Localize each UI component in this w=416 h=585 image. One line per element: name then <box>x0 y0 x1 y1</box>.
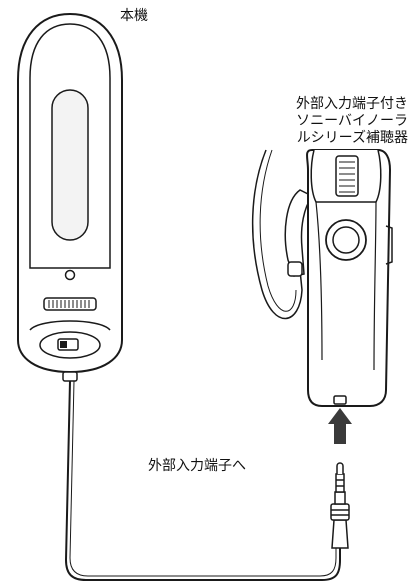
speaker-slot <box>51 89 89 241</box>
main-unit <box>17 12 123 382</box>
volume-dial-ridges <box>48 300 90 308</box>
switch-recess <box>39 331 101 359</box>
external-input-label: 外部入力端子へ <box>148 458 246 474</box>
hearing-aid-label-line-1: 外部入力端子付き <box>296 96 408 112</box>
hearing-aid-label: 外部入力端子付き ソニーバイノーラ ルシリーズ補聴器 <box>296 96 408 147</box>
hearing-aid <box>251 149 393 407</box>
hearing-aid-label-line-2: ソニーバイノーラ <box>296 113 408 129</box>
external-input-jack <box>333 395 347 405</box>
connection-cable <box>64 380 341 581</box>
volume-dial <box>43 297 97 311</box>
main-unit-cable-plug <box>62 371 78 382</box>
main-unit-label: 本機 <box>120 8 148 24</box>
hearing-aid-body <box>306 149 392 407</box>
earphone-cord <box>251 149 303 320</box>
insert-arrow <box>328 408 352 444</box>
power-switch <box>57 338 79 351</box>
mini-plug <box>330 462 350 549</box>
indicator-hole <box>64 269 76 281</box>
hearing-aid-button <box>325 219 367 261</box>
hearing-aid-label-line-3: ルシリーズ補聴器 <box>296 130 408 146</box>
